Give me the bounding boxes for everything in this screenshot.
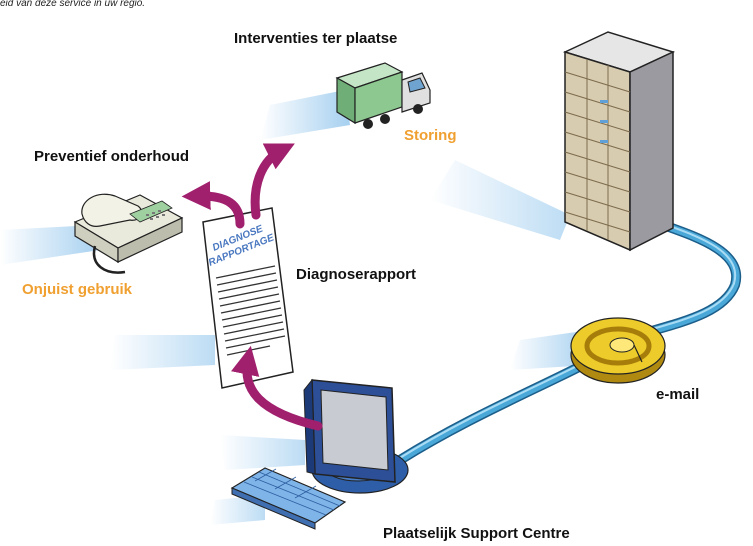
flow-arrows [181, 143, 323, 431]
telephone-icon [73, 193, 184, 274]
email-at-icon [570, 317, 666, 384]
computer-monitor-icon [303, 378, 409, 494]
label-failure: Storing [404, 127, 457, 144]
label-report: Diagnoserapport [296, 266, 417, 283]
intro-note: eid van deze service in uw regio. [0, 0, 146, 9]
keyboard-icon [230, 467, 347, 530]
label-misuse: Onjuist gebruik [22, 281, 133, 298]
label-preventive: Preventief onderhoud [34, 148, 190, 165]
label-support: Plaatselijk Support Centre [383, 525, 570, 542]
label-interventions: Interventies ter plaatse [234, 30, 398, 47]
email-cable [395, 217, 742, 465]
floor-shadows [0, 90, 590, 525]
label-email: e-mail [656, 386, 700, 403]
document-icon: DIAGNOSE RAPPORTAGE [202, 207, 294, 389]
truck-icon [335, 62, 431, 129]
server-rack-icon [562, 31, 676, 252]
